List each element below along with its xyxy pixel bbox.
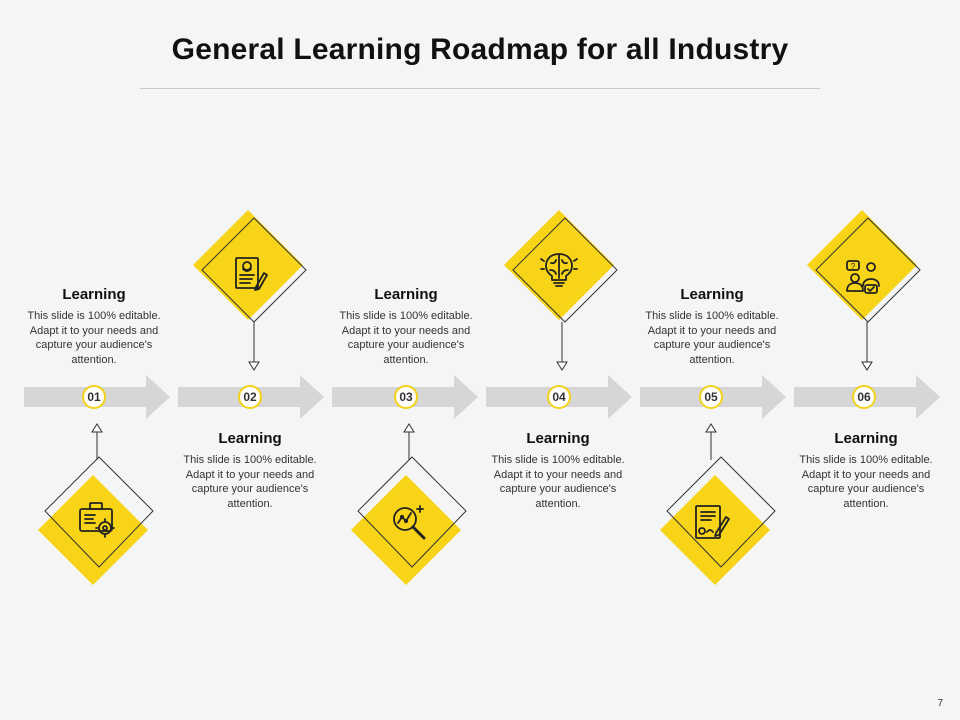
brain-lightbulb-icon	[540, 253, 578, 287]
svg-text:?: ?	[851, 262, 856, 271]
step-01-heading: Learning	[62, 286, 126, 303]
step-05-description: This slide is 100% editable. Adapt it to…	[645, 310, 779, 366]
step-03-connector	[403, 423, 415, 460]
step-04-text: Learning This slide is 100% editable. Ad…	[483, 430, 633, 511]
step-01-number-badge: 01	[82, 385, 106, 409]
step-01-diamond	[38, 456, 154, 585]
step-06-text: Learning This slide is 100% editable. Ad…	[791, 430, 941, 511]
step-05-heading: Learning	[680, 286, 744, 303]
step-02-description: This slide is 100% editable. Adapt it to…	[183, 454, 317, 510]
team-discussion-icon: ?	[846, 260, 880, 294]
gear-toolbox-icon	[79, 502, 115, 538]
step-04-description: This slide is 100% editable. Adapt it to…	[491, 454, 625, 510]
step-06-connector	[861, 322, 873, 371]
contract-signature-icon	[695, 505, 730, 539]
step-03-heading: Learning	[374, 286, 438, 303]
step-03-description: This slide is 100% editable. Adapt it to…	[339, 310, 473, 366]
magnifier-chart-icon	[393, 505, 426, 540]
step-05-number-badge: 05	[699, 385, 723, 409]
step-04-number-badge: 04	[547, 385, 571, 409]
resume-document-pencil-icon	[235, 257, 268, 291]
step-02-text: Learning This slide is 100% editable. Ad…	[175, 430, 325, 511]
step-03-text: Learning This slide is 100% editable. Ad…	[331, 286, 481, 367]
step-01-connector	[91, 423, 103, 460]
page-number: 7	[937, 698, 943, 709]
step-05-connector	[705, 423, 717, 460]
step-06-diamond	[807, 210, 921, 323]
step-05-diamond	[660, 456, 776, 585]
step-03-number-badge: 03	[394, 385, 418, 409]
title-divider	[140, 88, 820, 89]
step-02-number-badge: 02	[238, 385, 262, 409]
step-04-heading: Learning	[526, 430, 590, 447]
step-06-number-badge: 06	[852, 385, 876, 409]
page-title: General Learning Roadmap for all Industr…	[171, 33, 789, 66]
step-01-text: Learning This slide is 100% editable. Ad…	[19, 286, 169, 367]
step-06-description: This slide is 100% editable. Adapt it to…	[799, 454, 933, 510]
step-02-heading: Learning	[218, 430, 282, 447]
step-02-connector	[248, 322, 260, 371]
step-01-description: This slide is 100% editable. Adapt it to…	[27, 310, 161, 366]
step-05-text: Learning This slide is 100% editable. Ad…	[637, 286, 787, 367]
step-04-connector	[556, 322, 568, 371]
step-06-heading: Learning	[834, 430, 898, 447]
